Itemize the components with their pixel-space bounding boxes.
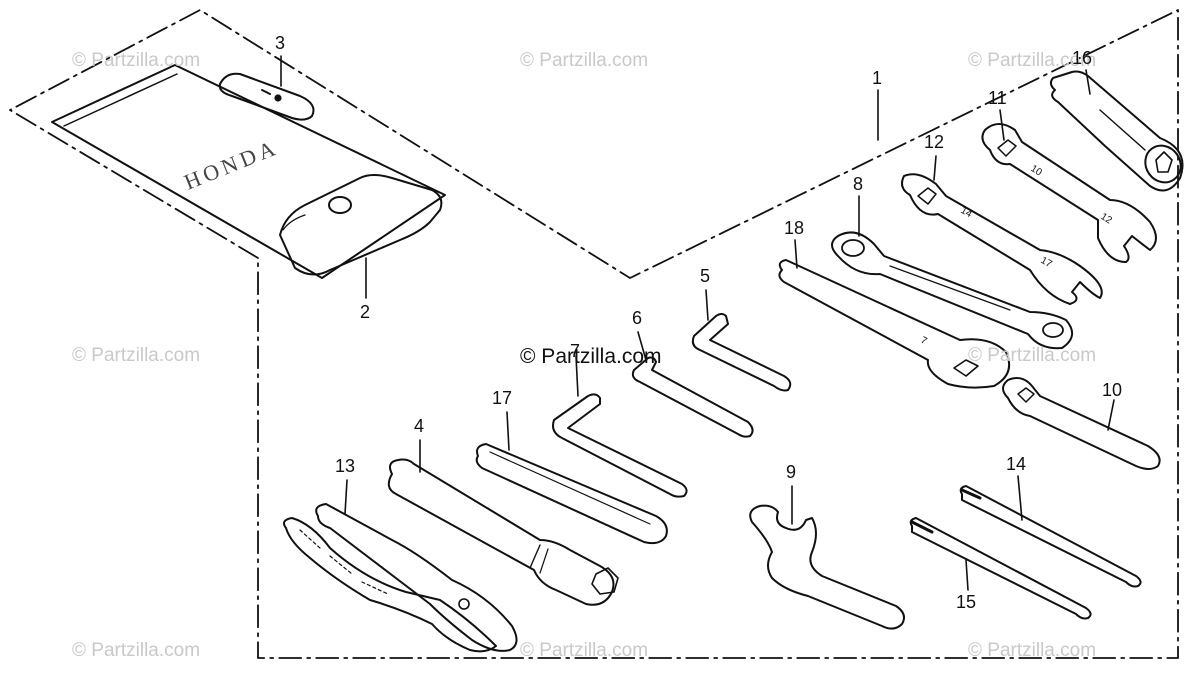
socket-wrench-4 (387, 458, 619, 606)
tool-card (218, 72, 315, 121)
callout-10: 10 (1102, 380, 1123, 400)
callout-4: 4 (414, 416, 425, 436)
screwdriver-15 (909, 517, 1092, 620)
svg-text:17: 17 (1039, 255, 1055, 270)
hex-key-7 (552, 393, 688, 498)
screwdriver-14 (959, 485, 1142, 588)
extension-bar (1049, 70, 1184, 192)
kit-outline (9, 9, 1179, 659)
svg-text:14: 14 (959, 205, 975, 220)
hex-key-6 (631, 356, 754, 438)
wrench-12: 14 17 (901, 173, 1103, 305)
svg-text:HONDA: HONDA (181, 134, 283, 194)
callout-13: 13 (335, 456, 356, 476)
callout-8: 8 (853, 174, 864, 194)
flat-wrench-18: 7 (778, 259, 1010, 389)
callout-14: 14 (1006, 454, 1027, 474)
pin-spanner-9 (749, 504, 905, 630)
callout-3: 3 (275, 33, 286, 53)
callout-15: 15 (956, 592, 977, 612)
watermark: © Partzilla.com (520, 640, 649, 661)
hex-key-5 (691, 313, 792, 392)
svg-text:7: 7 (919, 335, 929, 348)
callout-18: 18 (784, 218, 805, 238)
leader-lines (280, 55, 1115, 591)
watermark: © Partzilla.com (520, 50, 649, 71)
callout-16: 16 (1072, 48, 1093, 68)
callout-6: 6 (632, 308, 643, 328)
watermark: © Partzilla.com (968, 345, 1097, 366)
center-watermark: © Partzilla.com (520, 345, 662, 368)
callout-5: 5 (700, 266, 711, 286)
ring-wrench-8 (831, 231, 1073, 350)
pliers-13 (283, 503, 518, 653)
wrench-10 (1002, 377, 1161, 470)
callout-1: 1 (872, 68, 883, 88)
callout-9: 9 (786, 462, 797, 482)
svg-text:12: 12 (1098, 211, 1114, 226)
watermark: © Partzilla.com (968, 640, 1097, 661)
watermark: © Partzilla.com (72, 640, 201, 661)
callout-12: 12 (924, 132, 945, 152)
callout-17: 17 (492, 388, 513, 408)
tool-bag: HONDA (51, 64, 446, 279)
callout-11: 11 (988, 88, 1007, 108)
callout-2: 2 (360, 302, 371, 322)
watermark: © Partzilla.com (72, 50, 201, 71)
wrench-11: 10 12 (981, 123, 1157, 263)
watermark: © Partzilla.com (968, 50, 1097, 71)
screwdriver-handle-17 (475, 443, 668, 545)
callout-7: 7 (570, 341, 581, 361)
watermark: © Partzilla.com (72, 345, 201, 366)
